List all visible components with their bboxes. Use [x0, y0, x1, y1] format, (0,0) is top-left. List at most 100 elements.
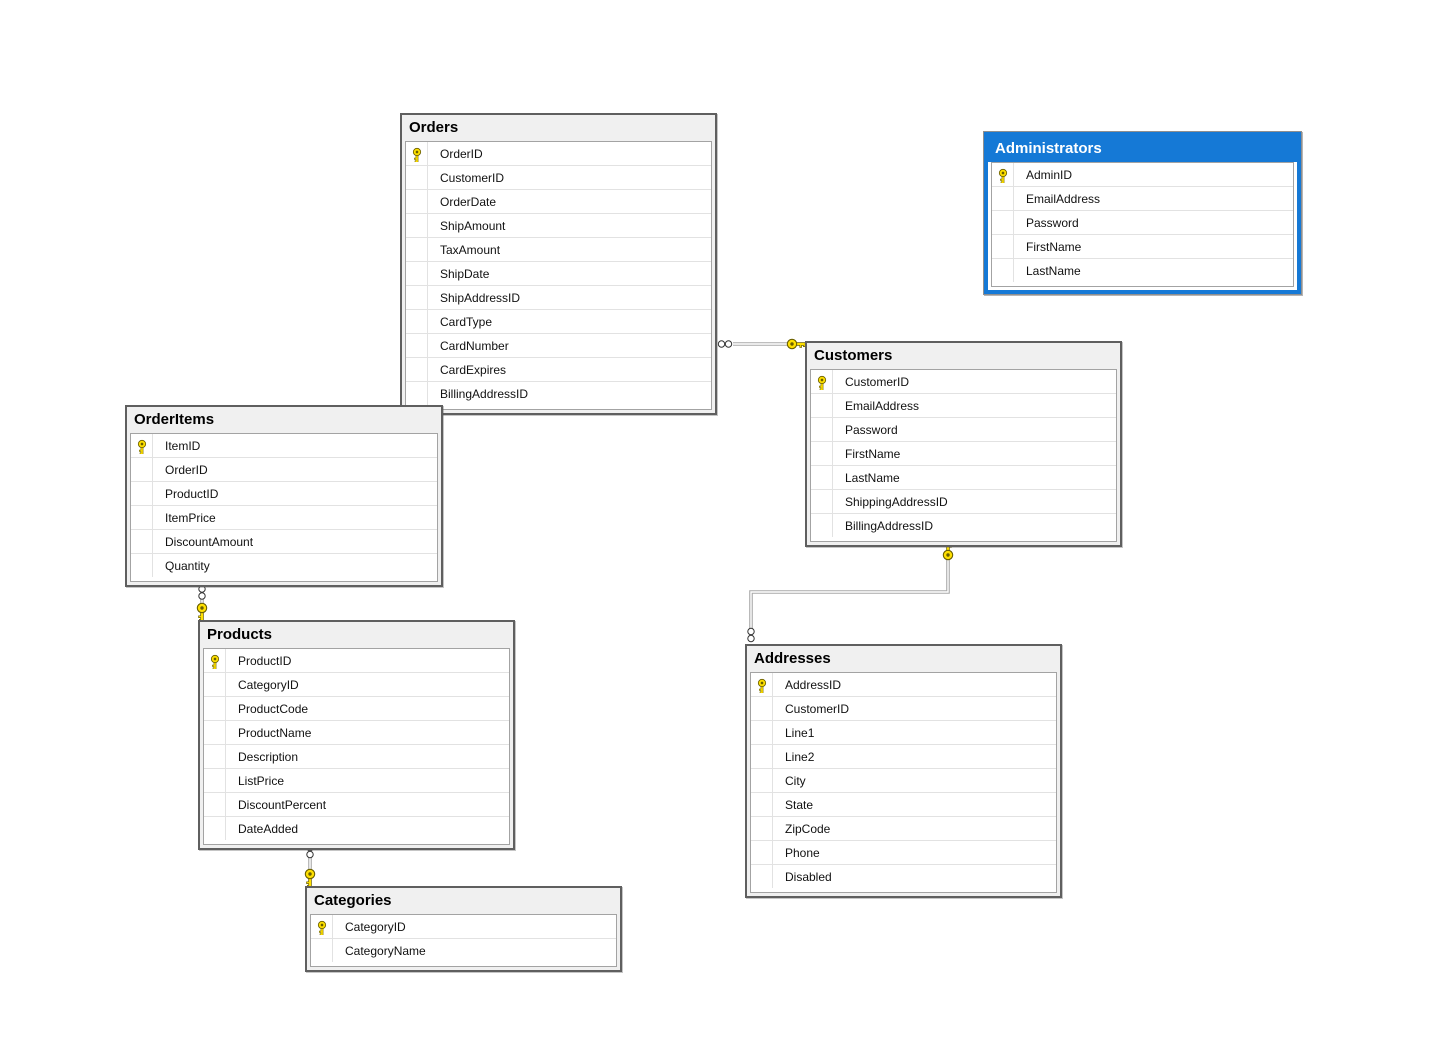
field-label: ShipAmount	[440, 218, 506, 233]
field-label: CategoryID	[238, 677, 299, 692]
field-row-description[interactable]: Description	[204, 744, 509, 768]
field-row-shipaddressid[interactable]: ShipAddressID	[406, 285, 711, 309]
field-row-zipcode[interactable]: ZipCode	[751, 816, 1056, 840]
table-title[interactable]: Orders	[409, 119, 459, 136]
field-label: DateAdded	[238, 821, 299, 836]
field-label: ItemID	[165, 438, 201, 453]
field-label: LastName	[1026, 263, 1081, 278]
relationship-line[interactable]	[749, 558, 950, 633]
field-label: ShipAddressID	[440, 290, 521, 305]
field-label: Password	[845, 422, 898, 437]
field-row-cardtype[interactable]: CardType	[406, 309, 711, 333]
field-label: CardNumber	[440, 338, 509, 353]
field-row-orderdate[interactable]: OrderDate	[406, 189, 711, 213]
primary-key-cell	[406, 142, 428, 165]
relationship-orders-customers[interactable]	[717, 338, 806, 350]
relationship-orderitems-products[interactable]	[196, 585, 208, 622]
field-label: ProductName	[238, 725, 312, 740]
field-row-quantity[interactable]: Quantity	[131, 553, 437, 577]
field-row-dateadded[interactable]: DateAdded	[204, 816, 509, 840]
primary-key-icon	[210, 654, 219, 669]
field-row-productcode[interactable]: ProductCode	[204, 696, 509, 720]
table-title[interactable]: Administrators	[988, 136, 1297, 162]
field-row-customerid[interactable]: CustomerID	[811, 370, 1116, 393]
field-row-shipamount[interactable]: ShipAmount	[406, 213, 711, 237]
field-row-shippingaddressid[interactable]: ShippingAddressID	[811, 489, 1116, 513]
field-label: CustomerID	[785, 701, 850, 716]
key-cell-empty	[751, 793, 773, 816]
field-row-listprice[interactable]: ListPrice	[204, 768, 509, 792]
field-row-orderid[interactable]: OrderID	[406, 142, 711, 165]
relationship-customers-addresses[interactable]	[747, 541, 954, 643]
table-title[interactable]: Products	[207, 626, 273, 643]
field-row-state[interactable]: State	[751, 792, 1056, 816]
field-row-emailaddress[interactable]: EmailAddress	[811, 393, 1116, 417]
field-row-firstname[interactable]: FirstName	[811, 441, 1116, 465]
field-row-discountpercent[interactable]: DiscountPercent	[204, 792, 509, 816]
one-key-icon	[786, 338, 806, 350]
field-row-categoryid[interactable]: CategoryID	[204, 672, 509, 696]
field-row-productid[interactable]: ProductID	[131, 481, 437, 505]
field-row-categoryname[interactable]: CategoryName	[311, 938, 616, 962]
field-row-city[interactable]: City	[751, 768, 1056, 792]
field-row-orderid[interactable]: OrderID	[131, 457, 437, 481]
table-title[interactable]: Customers	[814, 347, 893, 364]
field-row-shipdate[interactable]: ShipDate	[406, 261, 711, 285]
table-title[interactable]: Categories	[314, 892, 392, 909]
many-infinity-icon	[198, 585, 206, 600]
one-key-icon	[304, 868, 316, 888]
key-cell-empty	[992, 259, 1014, 282]
relationship-products-categories[interactable]	[304, 843, 316, 888]
table-title[interactable]: OrderItems	[134, 411, 215, 428]
key-cell-empty	[406, 382, 428, 405]
key-cell-empty	[751, 841, 773, 864]
primary-key-cell	[751, 673, 773, 696]
field-row-itemprice[interactable]: ItemPrice	[131, 505, 437, 529]
field-row-emailaddress[interactable]: EmailAddress	[992, 186, 1293, 210]
primary-key-icon	[817, 375, 826, 390]
field-row-discountamount[interactable]: DiscountAmount	[131, 529, 437, 553]
table-title[interactable]: Addresses	[754, 650, 831, 667]
field-label: ZipCode	[785, 821, 831, 836]
field-row-itemid[interactable]: ItemID	[131, 434, 437, 457]
field-row-firstname[interactable]: FirstName	[992, 234, 1293, 258]
field-row-lastname[interactable]: LastName	[811, 465, 1116, 489]
key-cell-empty	[311, 939, 333, 962]
field-row-cardnumber[interactable]: CardNumber	[406, 333, 711, 357]
key-cell-empty	[751, 865, 773, 888]
field-row-productid[interactable]: ProductID	[204, 649, 509, 672]
field-row-line2[interactable]: Line2	[751, 744, 1056, 768]
field-row-categoryid[interactable]: CategoryID	[311, 915, 616, 938]
field-row-phone[interactable]: Phone	[751, 840, 1056, 864]
field-row-billingaddressid[interactable]: BillingAddressID	[406, 381, 711, 405]
field-label: ListPrice	[238, 773, 285, 788]
field-row-lastname[interactable]: LastName	[992, 258, 1293, 282]
field-row-password[interactable]: Password	[811, 417, 1116, 441]
key-cell-empty	[204, 745, 226, 768]
field-row-disabled[interactable]: Disabled	[751, 864, 1056, 888]
field-row-customerid[interactable]: CustomerID	[751, 696, 1056, 720]
key-cell-empty	[204, 721, 226, 744]
field-row-line1[interactable]: Line1	[751, 720, 1056, 744]
field-row-cardexpires[interactable]: CardExpires	[406, 357, 711, 381]
field-row-adminid[interactable]: AdminID	[992, 163, 1293, 186]
field-row-addressid[interactable]: AddressID	[751, 673, 1056, 696]
field-row-productname[interactable]: ProductName	[204, 720, 509, 744]
key-cell-empty	[811, 442, 833, 465]
primary-key-cell	[131, 434, 153, 457]
field-row-billingaddressid[interactable]: BillingAddressID	[811, 513, 1116, 537]
key-cell-empty	[992, 211, 1014, 234]
field-row-customerid[interactable]: CustomerID	[406, 165, 711, 189]
field-row-password[interactable]: Password	[992, 210, 1293, 234]
field-row-taxamount[interactable]: TaxAmount	[406, 237, 711, 261]
